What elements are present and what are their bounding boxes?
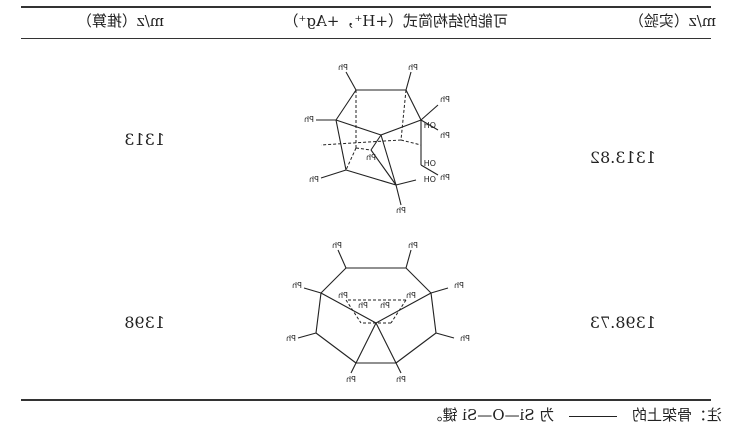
footnote: 注：骨架上的 为 Si—O—Si 键。 (427, 404, 722, 425)
label-oh: OH (424, 121, 436, 130)
label-ph: Ph (406, 291, 416, 300)
top-rule (21, 6, 711, 8)
bond (315, 332, 357, 364)
bond (430, 287, 449, 294)
bond (430, 292, 437, 334)
bond (420, 164, 439, 176)
bond (303, 287, 322, 294)
dashed-bond (345, 299, 362, 324)
header-structure: 可能的结构简式（+H⁺，+Ag⁺） (283, 12, 509, 30)
bond (380, 134, 397, 186)
bond (337, 249, 347, 269)
label-ph: Ph (366, 153, 376, 162)
bond (375, 322, 397, 364)
label-ph: Ph (332, 241, 342, 250)
label-ph: Ph (460, 334, 470, 343)
bond (345, 71, 357, 91)
footnote-suffix: 为 Si—O—Si 键。 (427, 406, 555, 424)
label-ph: Ph (440, 173, 450, 182)
bond (320, 292, 377, 324)
row2-calc: 1398 (124, 313, 165, 332)
bond (405, 89, 422, 121)
bond (395, 184, 402, 206)
header-rule (21, 38, 711, 39)
row1-exp: 1313.82 (589, 148, 656, 167)
dashed-bond (320, 139, 402, 146)
header-exp: m/z（实验） (628, 12, 716, 30)
bond (320, 267, 347, 294)
bond (350, 362, 357, 374)
bond (335, 119, 347, 171)
label-ph: Ph (440, 131, 450, 140)
bond (297, 332, 317, 339)
structure-2-diagram: Ph Ph Ph Ph Ph Ph Ph Ph Ph Ph Ph Ph (286, 241, 470, 383)
row2-exp: 1398.73 (589, 313, 656, 332)
bond (370, 134, 382, 151)
label-oh: OH (424, 175, 436, 184)
label-ph: Ph (454, 281, 464, 290)
dashed-bond (345, 147, 357, 171)
row1-calc: 1313 (124, 130, 165, 149)
label-ph: Ph (346, 375, 356, 383)
label-ph: Ph (408, 63, 418, 72)
bond (335, 89, 357, 121)
bond (435, 332, 455, 339)
label-ph: Ph (304, 115, 314, 124)
label-oh: OH (424, 159, 436, 168)
bond (405, 249, 412, 269)
bond (395, 362, 402, 374)
bond (395, 179, 417, 186)
bond (405, 71, 412, 91)
dashed-bond (400, 139, 422, 146)
bottom-rule (21, 399, 711, 401)
label-ph: Ph (286, 334, 296, 343)
bond (420, 119, 439, 131)
label-ph: Ph (408, 241, 418, 250)
bond (370, 149, 397, 186)
label-ph: Ph (440, 95, 450, 104)
bond-line-symbol (569, 415, 618, 417)
label-ph: Ph (396, 206, 406, 215)
header-calc: m/z（推算） (76, 12, 164, 30)
label-ph: Ph (358, 301, 368, 310)
bond (315, 292, 322, 334)
bond (355, 322, 377, 364)
dashed-bond (390, 299, 407, 324)
bond (420, 104, 439, 121)
label-ph: Ph (338, 291, 348, 300)
bond (375, 292, 432, 324)
dashed-bond (400, 89, 407, 141)
dashed-bond (355, 147, 372, 151)
bond (320, 169, 347, 179)
bond (405, 267, 432, 294)
label-ph: Ph (309, 175, 319, 184)
label-ph: Ph (338, 63, 348, 72)
bond (345, 169, 397, 186)
bond (380, 119, 422, 136)
label-ph: Ph (380, 301, 390, 310)
footnote-prefix: 注：骨架上的 (631, 406, 722, 424)
label-ph: Ph (396, 375, 406, 383)
structure-1-diagram: Ph Ph Ph Ph Ph Ph Ph Ph Ph OH OH OH (304, 63, 450, 215)
label-ph: Ph (292, 281, 302, 290)
bond (395, 332, 437, 364)
bond (335, 119, 382, 136)
